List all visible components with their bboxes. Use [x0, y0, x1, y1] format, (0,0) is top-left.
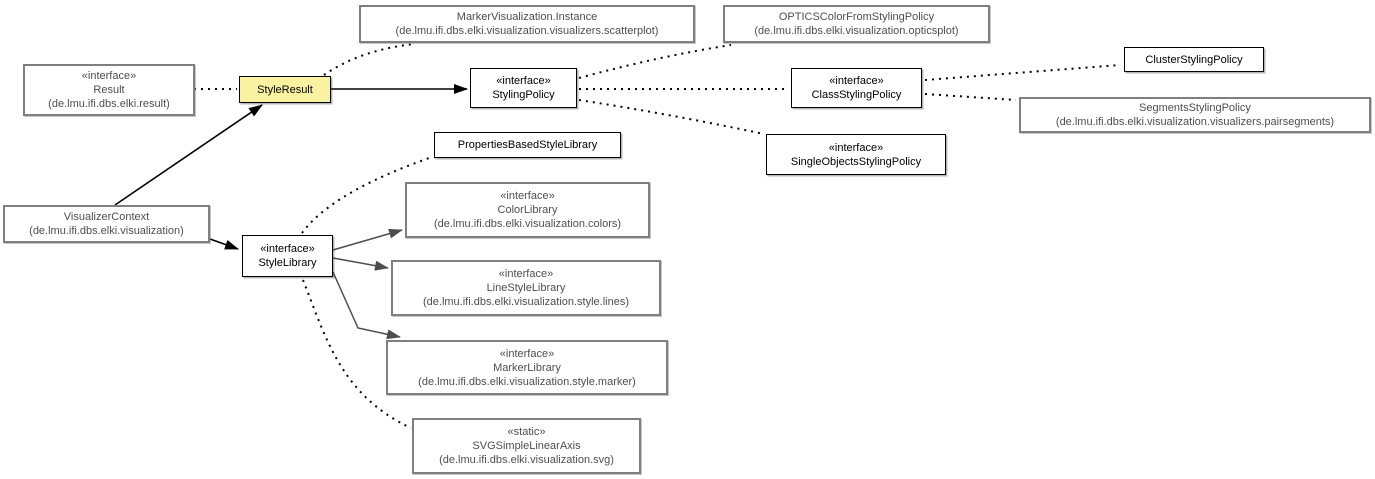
- class-box-markerlibrary[interactable]: «interface» MarkerLibrary (de.lmu.ifi.db…: [386, 340, 668, 395]
- stereotype-label: «interface»: [81, 70, 137, 82]
- package-label: (de.lmu.ifi.dbs.elki.visualization.visua…: [395, 25, 659, 37]
- class-name: StyleResult: [257, 83, 313, 96]
- edge-stylingpolicy-opticscolor: [578, 44, 732, 79]
- class-box-opticscolorfromstylingpolicy[interactable]: OPTICSColorFromStylingPolicy (de.lmu.ifi…: [723, 5, 990, 43]
- class-name: SegmentsStylingPolicy: [1139, 102, 1251, 114]
- class-box-styleresult-current: StyleResult: [239, 76, 331, 103]
- package-label: (de.lmu.ifi.dbs.elki.visualization.optic…: [754, 25, 959, 37]
- edge-styleresult-markervisualization: [323, 43, 415, 76]
- class-box-singleobjectsstylingpolicy[interactable]: «interface» SingleObjectsStylingPolicy: [766, 134, 946, 175]
- stereotype-label: «interface»: [829, 75, 884, 87]
- class-box-svgsimplelinearaxis[interactable]: «static» SVGSimpleLinearAxis (de.lmu.ifi…: [412, 418, 641, 474]
- package-label: (de.lmu.ifi.dbs.elki.visualization.svg): [439, 454, 614, 466]
- class-box-classstylingpolicy[interactable]: «interface» ClassStylingPolicy: [791, 68, 922, 108]
- stereotype-label: «interface»: [260, 243, 315, 255]
- class-box-stylelibrary[interactable]: «interface» StyleLibrary: [242, 235, 333, 277]
- class-box-colorlibrary[interactable]: «interface» ColorLibrary (de.lmu.ifi.dbs…: [405, 182, 650, 238]
- class-name: ClusterStylingPolicy: [1145, 53, 1243, 66]
- stereotype-label: «interface»: [499, 347, 555, 360]
- edge-classstyling-clusterstyling: [924, 64, 1121, 81]
- class-name: SVGSimpleLinearAxis: [472, 440, 581, 452]
- stereotype-label: «interface»: [828, 141, 884, 154]
- class-name: SingleObjectsStylingPolicy: [790, 155, 922, 168]
- package-label: (de.lmu.ifi.dbs.elki.visualization.color…: [433, 218, 622, 230]
- package-label: (de.lmu.ifi.dbs.elki.visualization.style…: [422, 296, 630, 308]
- edge-visualizercontext-stylelibrary: [209, 238, 239, 250]
- package-label: (de.lmu.ifi.dbs.elki.visualization): [29, 225, 184, 237]
- stereotype-label: «interface»: [498, 268, 554, 280]
- class-box-segmentsstylingpolicy[interactable]: SegmentsStylingPolicy (de.lmu.ifi.dbs.el…: [1019, 97, 1371, 133]
- edge-stylingpolicy-singleobjects: [578, 99, 765, 135]
- class-name: StyleLibrary: [258, 257, 317, 269]
- stereotype-label: «interface»: [496, 75, 551, 87]
- package-label: (de.lmu.ifi.dbs.elki.result): [48, 98, 170, 110]
- class-name: PropertiesBasedStyleLibrary: [457, 139, 598, 151]
- class-name: MarkerVisualization.Instance: [456, 11, 598, 23]
- edge-stylelibrary-svgaxis: [302, 279, 412, 429]
- edge-stylelibrary-colorlibrary: [332, 228, 403, 251]
- class-box-propertiesbasedstylelibrary[interactable]: PropertiesBasedStyleLibrary: [434, 132, 621, 158]
- class-name: StylingPolicy: [492, 89, 555, 101]
- class-name: ColorLibrary: [497, 204, 558, 216]
- class-name: VisualizerContext: [63, 211, 150, 223]
- class-name: MarkerLibrary: [493, 361, 561, 374]
- class-box-stylingpolicy[interactable]: «interface» StylingPolicy: [470, 68, 577, 108]
- class-box-visualizercontext[interactable]: VisualizerContext (de.lmu.ifi.dbs.elki.v…: [3, 205, 210, 243]
- class-box-linestylelibrary[interactable]: «interface» LineStyleLibrary (de.lmu.ifi…: [391, 260, 661, 316]
- edge-classstyling-segmentsstyling: [924, 93, 1017, 101]
- class-name: Result: [93, 84, 125, 96]
- stereotype-label: «static»: [507, 426, 546, 438]
- class-box-result[interactable]: «interface» Result (de.lmu.ifi.dbs.elki.…: [23, 64, 195, 116]
- class-box-markervisualization-instance[interactable]: MarkerVisualization.Instance (de.lmu.ifi…: [359, 5, 695, 43]
- package-label: (de.lmu.ifi.dbs.elki.visualization.visua…: [1055, 116, 1335, 128]
- edge-stylelibrary-linestylelibrary: [332, 257, 389, 271]
- class-name: OPTICSColorFromStylingPolicy: [778, 11, 935, 23]
- package-label: (de.lmu.ifi.dbs.elki.visualization.style…: [418, 375, 636, 388]
- class-name: LineStyleLibrary: [486, 282, 566, 294]
- class-box-clusterstylingpolicy[interactable]: ClusterStylingPolicy: [1124, 47, 1264, 72]
- class-name: ClassStylingPolicy: [811, 89, 902, 101]
- stereotype-label: «interface»: [500, 190, 555, 202]
- edge-visualizercontext-styleresult: [114, 104, 263, 206]
- edge-stylelibrary-markerlibrary: [332, 271, 401, 340]
